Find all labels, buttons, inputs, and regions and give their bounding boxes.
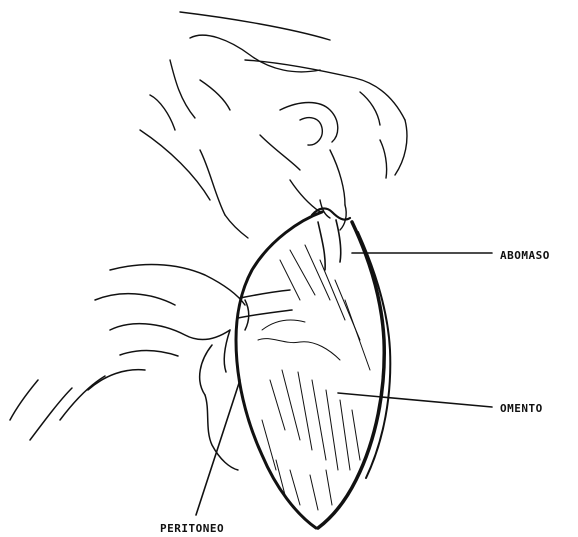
label-omento: OMENTO [500, 402, 543, 415]
peritoneo-leader [196, 380, 240, 515]
upper-hand-sketch [140, 12, 407, 238]
lower-hand-sketch [10, 265, 292, 470]
omento-leader [338, 393, 492, 407]
label-peritoneo: PERITONEO [160, 522, 224, 535]
organ-outline [236, 208, 390, 528]
organ-texture [258, 245, 370, 510]
label-abomaso: ABOMASO [500, 249, 550, 262]
